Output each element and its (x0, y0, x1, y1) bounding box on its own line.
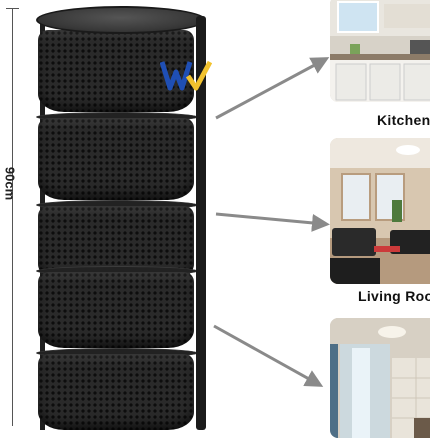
arrows-layer (213, 57, 330, 387)
rotating-storage-rack (36, 6, 212, 430)
kitchen-photo (330, 0, 430, 102)
basket-tier-1 (38, 30, 194, 112)
height-dimension-tick (6, 8, 19, 9)
arrow-to-living-room (215, 212, 330, 232)
bathroom-photo (330, 318, 430, 438)
brand-logo-icon (160, 60, 212, 91)
kitchen-caption: Kitchen (377, 112, 430, 128)
living-room-caption: Living Room (358, 288, 430, 304)
basket-tier-5 (38, 354, 194, 430)
arrow-to-bathroom (213, 324, 324, 387)
arrow-to-kitchen (215, 57, 330, 120)
living-room-photo (330, 138, 430, 284)
rack-top-shelf (36, 6, 206, 34)
basket-tier-4 (38, 272, 194, 348)
height-dimension-line (12, 8, 13, 426)
rack-center-pole (196, 16, 206, 430)
basket-tier-2 (38, 118, 194, 200)
